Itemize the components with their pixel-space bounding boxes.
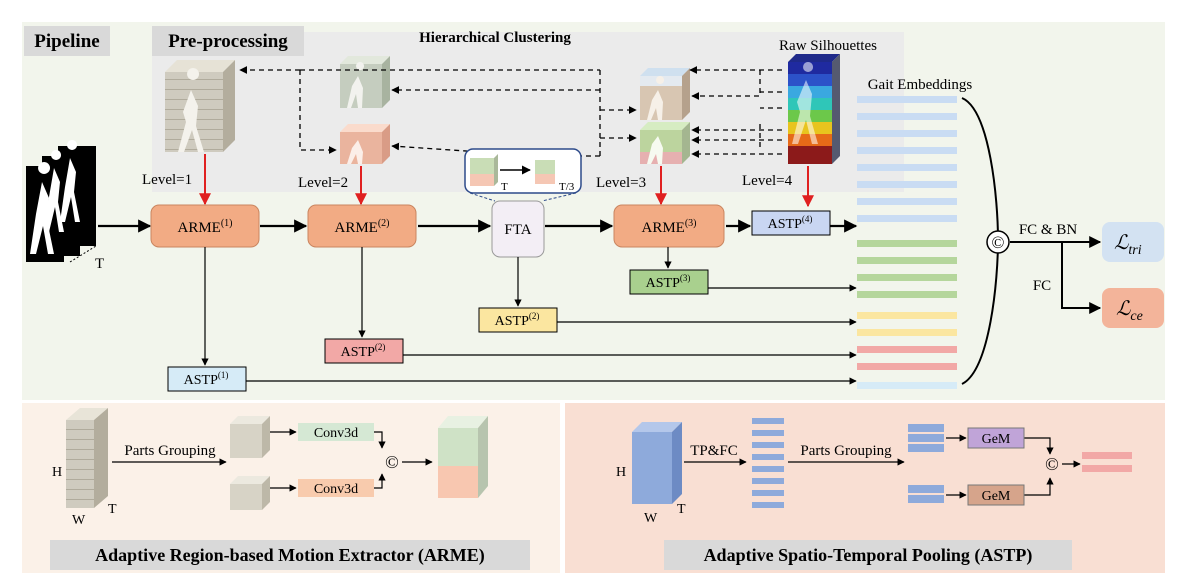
input-silhouette-stack	[26, 140, 97, 263]
level-label-2: Level=2	[298, 175, 348, 191]
raw-silhouettes-label: Raw Silhouettes	[779, 38, 877, 54]
arme-1-sup: (1)	[221, 218, 233, 229]
astp-input-volume	[632, 422, 682, 504]
astp-axis-w: W	[644, 511, 658, 526]
arme-detail-arrows	[112, 428, 433, 492]
pipeline-title: Pipeline	[34, 31, 99, 52]
arme-3-sup: (3)	[685, 218, 697, 229]
level-label-1: Level=1	[142, 172, 192, 188]
svg-text:GeM: GeM	[982, 489, 1011, 504]
arme-2-sup: (2)	[378, 218, 390, 229]
arme-1-label: ARME	[177, 220, 220, 236]
astp-tp-fc: TP&FC	[690, 443, 738, 459]
svg-text:ℒtri: ℒtri	[1114, 232, 1142, 258]
astp-block-2-pink: ASTP(2)	[324, 338, 404, 364]
level2-cube-bottom	[340, 124, 390, 164]
astp-detail-arrows	[684, 434, 1081, 499]
svg-text:ℒce: ℒce	[1116, 298, 1143, 324]
astp-connectors	[201, 247, 857, 385]
level-arrows	[199, 154, 814, 208]
level1-cube	[165, 60, 235, 152]
astp-output-stripes	[1082, 452, 1132, 472]
level3-cube-bottom	[640, 122, 690, 164]
svg-text:FTA: FTA	[504, 222, 531, 238]
conv3d-bottom: Conv3d	[298, 479, 374, 497]
arme-title: Adaptive Region-based Motion Extractor (…	[95, 545, 485, 566]
preprocessing-title: Pre-processing	[168, 31, 288, 52]
astp-block-3: ASTP(3)	[629, 269, 709, 295]
level-label-4: Level=4	[742, 173, 793, 189]
arme-part-cube-top	[230, 416, 270, 458]
head-arrows	[1010, 236, 1102, 314]
arme-concat-symbol: ©	[385, 452, 399, 472]
svg-text:GeM: GeM	[982, 432, 1011, 447]
astp-title-box	[664, 540, 1072, 570]
raw-silhouette-cube	[788, 54, 840, 164]
conv3d-top: Conv3d	[298, 423, 374, 441]
arme-title-box	[50, 540, 530, 570]
astp-block-2-yellow: ASTP(2)	[478, 307, 558, 333]
gait-embedding-stack	[857, 96, 957, 389]
loss-ce: ℒce	[1102, 288, 1164, 328]
gem-bottom: GeM	[967, 484, 1025, 506]
astp-block-4: ASTP(4)	[751, 210, 831, 236]
fc-label: FC	[1033, 278, 1051, 294]
astp-feature-stripes	[752, 418, 784, 508]
arme-block-1: ARME(1)	[150, 204, 260, 248]
astp-title: Adaptive Spatio-Temporal Pooling (ASTP)	[704, 545, 1033, 566]
fta-inset: T T/3	[464, 148, 582, 202]
arme-axis-t: T	[108, 502, 117, 517]
level2-cube-top	[340, 56, 390, 108]
hierarchical-clustering-title: Hierarchical Clustering	[419, 30, 571, 46]
svg-text:ASTP(2): ASTP(2)	[495, 311, 540, 329]
loss-triplet: ℒtri	[1102, 222, 1164, 262]
arme-axis-h: H	[52, 465, 62, 480]
gait-embeddings-label: Gait Embeddings	[868, 77, 973, 93]
fta-block: FTA	[491, 200, 545, 258]
arme-output-cube	[438, 416, 488, 498]
pipeline-title-box	[24, 26, 110, 56]
svg-text:Conv3d: Conv3d	[314, 426, 358, 441]
input-t-label: T	[95, 256, 104, 272]
concat-circle	[986, 230, 1010, 254]
arme-2-label: ARME	[334, 220, 377, 236]
svg-text:ASTP(3): ASTP(3)	[646, 273, 691, 291]
astp-axis-t: T	[677, 502, 686, 517]
level3-cube-top	[640, 68, 690, 120]
gem-top: GeM	[967, 427, 1025, 449]
arme-block-3: ARME(3)	[613, 204, 725, 248]
level-label-3: Level=3	[596, 175, 646, 191]
arme-part-cube-bottom	[230, 476, 270, 510]
astp-part-bottom	[908, 485, 944, 503]
svg-text:ARME(3): ARME(3)	[641, 218, 696, 236]
astp-axis-h: H	[616, 465, 626, 480]
astp-part-top	[908, 424, 944, 452]
svg-text:ASTP(4): ASTP(4)	[768, 214, 813, 232]
arme-input-volume	[66, 408, 108, 508]
svg-text:ARME(2): ARME(2)	[334, 218, 389, 236]
svg-text:ARME(1): ARME(1)	[177, 218, 232, 236]
fta-inset-t3: T/3	[559, 181, 575, 193]
arme-block-2: ARME(2)	[307, 204, 417, 248]
svg-text:Conv3d: Conv3d	[314, 482, 358, 497]
arme-3-label: ARME	[641, 220, 684, 236]
svg-text:ASTP(1): ASTP(1)	[184, 370, 229, 388]
arme-parts-grouping: Parts Grouping	[124, 443, 216, 459]
astp-concat-symbol: ©	[1045, 454, 1059, 474]
astp-parts-grouping: Parts Grouping	[800, 443, 892, 459]
concat-symbol: ©	[992, 233, 1005, 252]
fc-bn-label: FC & BN	[1019, 222, 1078, 238]
preprocessing-title-box	[152, 26, 304, 56]
arme-axis-w: W	[72, 513, 86, 528]
fta-inset-t: T	[501, 181, 508, 193]
astp-block-1: ASTP(1)	[167, 366, 247, 392]
svg-text:ASTP(2): ASTP(2)	[341, 342, 386, 360]
